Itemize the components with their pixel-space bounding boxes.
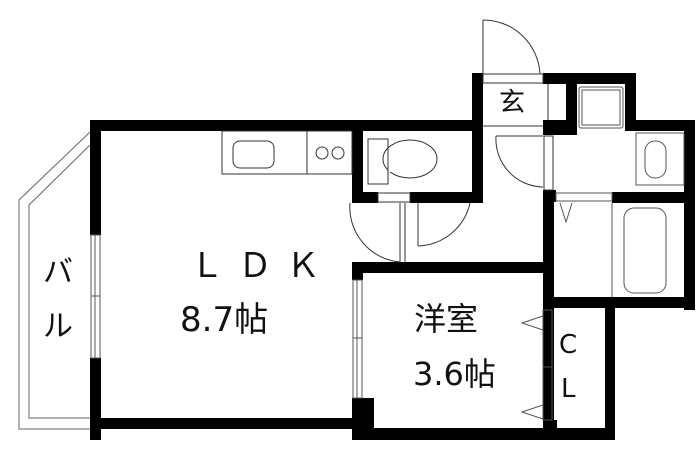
bathroom — [555, 192, 667, 297]
balcony-window — [90, 234, 101, 359]
balcony-outline — [18, 131, 91, 430]
burner-icon — [315, 146, 329, 160]
washing-machine-icon — [578, 86, 624, 129]
entrance-label: 玄 — [499, 88, 526, 118]
western-room-label: 洋室 — [414, 300, 479, 338]
balcony-label-bottom: ル — [43, 309, 73, 344]
entrance-door — [482, 19, 549, 127]
ldk-size-label: 8.7帖 — [180, 300, 269, 340]
toilet-door — [349, 192, 471, 263]
balcony-label-top: バ — [43, 255, 73, 290]
sink-icon — [232, 140, 275, 169]
washroom-door — [495, 135, 554, 191]
closet-label-top: C — [559, 330, 578, 360]
walls — [90, 73, 695, 440]
closet-label-bottom: L — [561, 374, 576, 404]
bathtub-icon — [623, 207, 667, 294]
burner-icon — [331, 146, 345, 160]
kitchen-counter — [221, 130, 353, 175]
washbasin-icon — [635, 132, 685, 186]
western-room-window — [352, 279, 363, 399]
ldk-room-label: ＬＤＫ — [190, 246, 334, 286]
closet-doors — [520, 309, 553, 421]
toilet-icon — [367, 138, 438, 185]
western-room-size-label: 3.6帖 — [413, 355, 496, 393]
